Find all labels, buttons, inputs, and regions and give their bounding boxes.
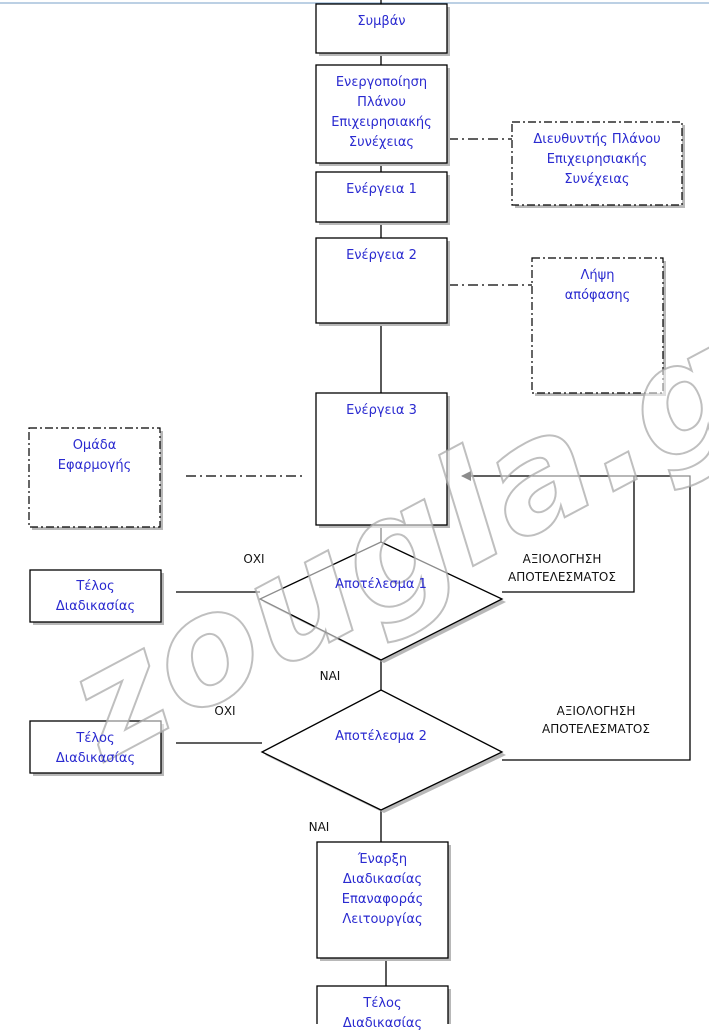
action3-label: Ενέργεια 3 <box>346 403 417 418</box>
no-label-1: ΟΧΙ <box>243 552 265 566</box>
restore-start-box <box>316 841 449 959</box>
main-flow-connectors <box>176 0 691 986</box>
end-box-1 <box>29 569 162 623</box>
yes-label-2: ΝΑΙ <box>308 820 330 834</box>
result1-diamond <box>258 541 504 661</box>
activation-label: Ενεργοποίηση Πλάνου Επιχειρησιακής Συνέχ… <box>331 75 432 150</box>
no-label-2: ΟΧΙ <box>214 704 236 718</box>
end-final-box <box>316 985 449 1024</box>
result2-diamond <box>260 689 504 811</box>
event-box <box>315 3 448 54</box>
end-final-label: Τέλος Διαδικασίας <box>342 996 423 1031</box>
action3-box <box>315 392 448 526</box>
action1-box <box>315 171 448 223</box>
end-box-2 <box>29 720 162 774</box>
team-box <box>28 427 161 528</box>
event-label: Συμβάν <box>357 14 406 29</box>
team-label: Ομάδα Εφαρμογής <box>57 438 132 473</box>
end2-label: Τέλος Διαδικασίας <box>55 731 136 766</box>
action2-box <box>315 237 448 324</box>
side-boxes <box>28 121 685 530</box>
result2-label: Αποτέλεσμα 2 <box>335 729 427 744</box>
action1-label: Ενέργεια 1 <box>346 182 417 197</box>
restore-start-label: Έναρξη Διαδικασίας Επαναφοράς Λειτουργία… <box>341 852 424 927</box>
yes-label-1: ΝΑΙ <box>319 669 341 683</box>
activation-box <box>315 64 448 164</box>
main-boxes <box>29 3 504 1024</box>
end1-label: Τέλος Διαδικασίας <box>55 579 136 614</box>
decision-label: Λήψη απόφασης <box>564 268 631 303</box>
decision-box <box>531 257 664 394</box>
evaluation-label-2: ΑΞΙΟΛΟΓΗΣΗ ΑΠΟΤΕΛΕΣΜΑΤΟΣ <box>542 704 650 736</box>
evaluation-label-1: ΑΞΙΟΛΟΓΗΣΗ ΑΠΟΤΕΛΕΣΜΑΤΟΣ <box>508 552 616 584</box>
bcp-manager-label: Διευθυντής Πλάνου Επιχειρησιακής Συνέχει… <box>533 132 661 187</box>
action2-label: Ενέργεια 2 <box>346 248 417 263</box>
result1-label: Αποτέλεσμα 1 <box>335 577 427 592</box>
side-connectors <box>186 138 532 477</box>
bcp-manager-box <box>511 121 683 206</box>
